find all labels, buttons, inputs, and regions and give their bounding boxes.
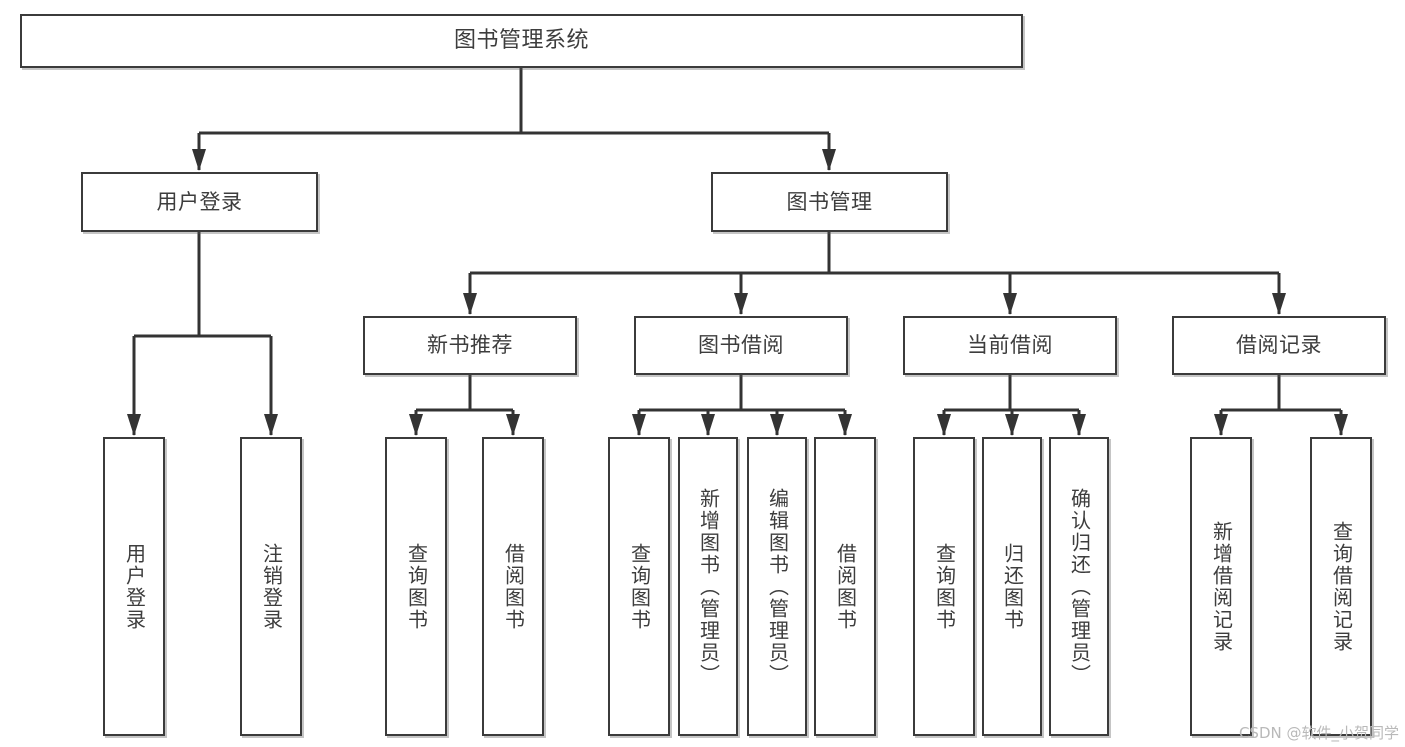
arrow-head-icon	[463, 293, 477, 315]
arrow-head-icon	[1003, 293, 1017, 315]
node-label: 查询图书	[932, 542, 957, 631]
node-label: 图书管理	[786, 189, 873, 214]
node-root[interactable]: 图书管理系统	[20, 14, 1023, 68]
node-login[interactable]: 用户登录	[81, 172, 318, 232]
node-l-logout[interactable]: 注销登录	[240, 437, 302, 736]
node-l-borrow1[interactable]: 借阅图书	[482, 437, 544, 736]
arrow-head-icon	[192, 149, 206, 171]
node-borrow[interactable]: 图书借阅	[634, 316, 848, 375]
node-label: 图书管理系统	[453, 28, 589, 54]
node-label: 查询借阅记录	[1329, 520, 1354, 653]
arrow-head-icon	[822, 149, 836, 171]
node-label: 用户登录	[156, 189, 243, 214]
arrow-head-icon	[1214, 414, 1228, 436]
node-l-query3[interactable]: 查询图书	[913, 437, 975, 736]
arrow-head-icon	[1072, 414, 1086, 436]
node-label: 借阅记录	[1236, 333, 1322, 358]
node-label: 查询图书	[404, 542, 429, 631]
arrow-head-icon	[701, 414, 715, 436]
arrow-head-icon	[1272, 293, 1286, 315]
node-label: 借阅图书	[501, 542, 526, 631]
node-label: 归还图书	[1000, 542, 1025, 631]
arrow-head-icon	[734, 293, 748, 315]
node-bookmgmt[interactable]: 图书管理	[711, 172, 948, 232]
arrow-head-icon	[409, 414, 423, 436]
node-l-return[interactable]: 归还图书	[982, 437, 1042, 736]
arrow-head-icon	[1334, 414, 1348, 436]
node-current[interactable]: 当前借阅	[903, 316, 1117, 375]
node-label: 图书借阅	[698, 333, 784, 358]
node-l-addrec[interactable]: 新增借阅记录	[1190, 437, 1252, 736]
arrow-head-icon	[127, 414, 141, 436]
node-label: 注销登录	[259, 542, 284, 631]
node-label: 借阅图书	[833, 542, 858, 631]
node-newbook[interactable]: 新书推荐	[363, 316, 577, 375]
node-l-query1[interactable]: 查询图书	[385, 437, 447, 736]
arrow-head-icon	[506, 414, 520, 436]
arrow-head-icon	[1005, 414, 1019, 436]
arrow-head-icon	[770, 414, 784, 436]
node-label: 新增图书（管理员）	[696, 487, 721, 686]
node-label: 新书推荐	[427, 333, 513, 358]
arrow-head-icon	[838, 414, 852, 436]
arrow-head-icon	[632, 414, 646, 436]
node-l-add[interactable]: 新增图书（管理员）	[678, 437, 738, 736]
node-label: 查询图书	[627, 542, 652, 631]
node-l-queryrec[interactable]: 查询借阅记录	[1310, 437, 1372, 736]
arrow-head-icon	[264, 414, 278, 436]
node-l-edit[interactable]: 编辑图书（管理员）	[747, 437, 807, 736]
node-label: 确认归还（管理员）	[1067, 487, 1092, 686]
node-record[interactable]: 借阅记录	[1172, 316, 1386, 375]
node-label: 当前借阅	[967, 333, 1053, 358]
node-l-confirm[interactable]: 确认归还（管理员）	[1049, 437, 1109, 736]
node-label: 编辑图书（管理员）	[765, 487, 790, 686]
node-l-query2[interactable]: 查询图书	[608, 437, 670, 736]
node-l-borrow2[interactable]: 借阅图书	[814, 437, 876, 736]
node-label: 新增借阅记录	[1209, 520, 1234, 653]
node-l-login[interactable]: 用户登录	[103, 437, 165, 736]
node-label: 用户登录	[122, 542, 147, 631]
arrow-head-icon	[937, 414, 951, 436]
